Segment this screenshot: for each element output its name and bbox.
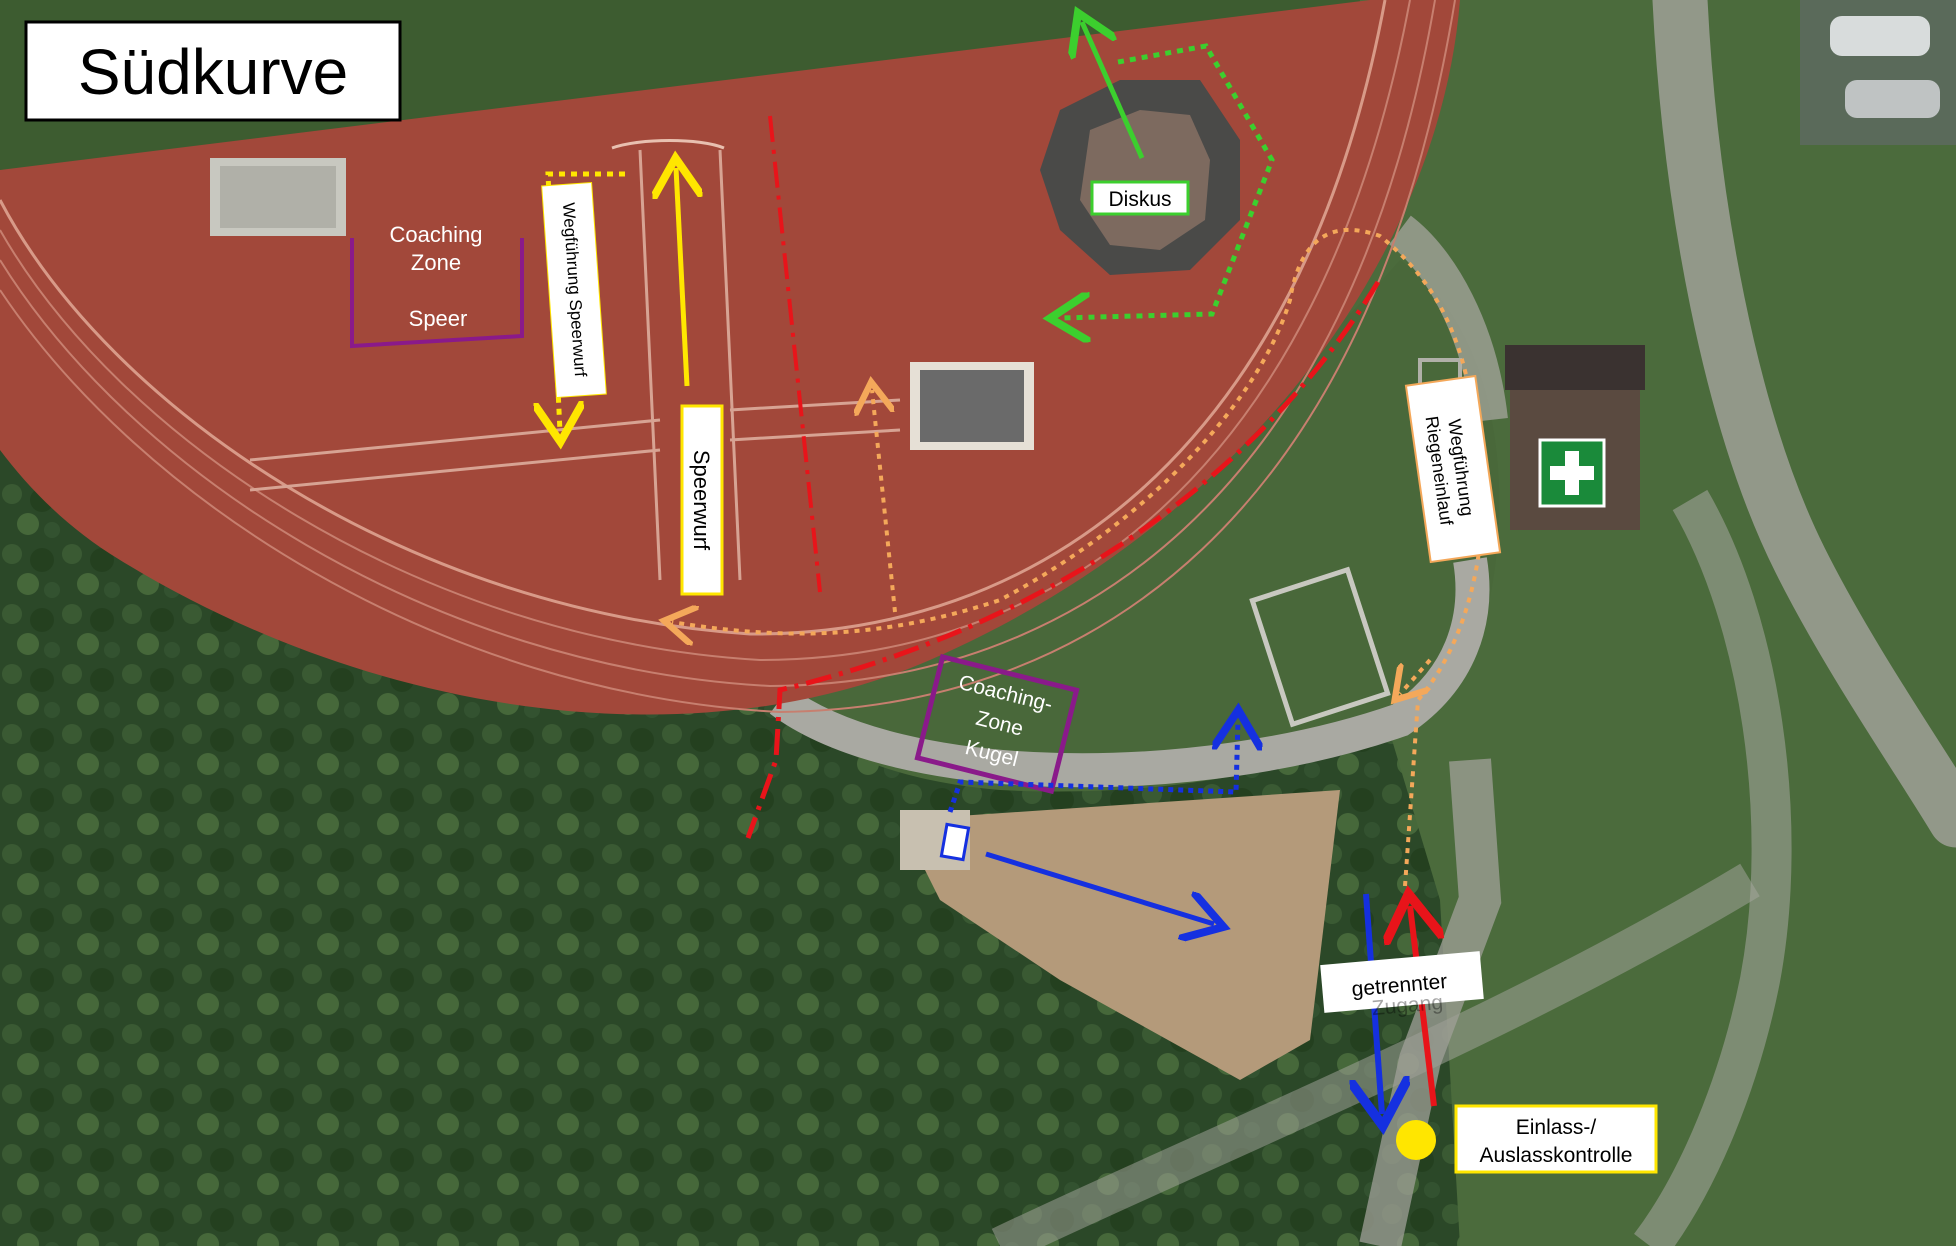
title-box: Südkurve (24, 20, 402, 122)
footpath-right (1652, 0, 1956, 848)
speerwurf-exit-route (548, 171, 625, 432)
discus-cage-inner (1080, 110, 1210, 250)
coaching-zone-speer-label: Coaching Zone Speer (390, 222, 483, 331)
diskus-label: Diskus (1090, 180, 1190, 216)
wegfuehrung-riegeneinlauf-label: Wegführung Riegeneinlauf (1404, 374, 1502, 564)
jump-pit-sand (920, 370, 1024, 442)
footpath-lawn (769, 557, 1490, 788)
einlass-line2: Auslasskontrolle (1480, 1144, 1633, 1167)
speerwurf-label: Speerwurf (680, 404, 724, 596)
track-lane-lines (0, 0, 1456, 714)
field-lines (249, 398, 901, 492)
boundary-line (768, 115, 822, 593)
path-to-track (1388, 215, 1508, 423)
track-lane-lines (0, 0, 1411, 662)
parked-car (1845, 80, 1940, 118)
track-inner-edge (0, 0, 1387, 636)
parked-car (1830, 16, 1930, 56)
einlass-line1: Einlass-/ (1516, 1116, 1597, 1139)
diskus-exit-route (1060, 43, 1275, 318)
riegeneinlauf-branch-up (872, 390, 897, 613)
einlass-auslass-label: Einlass-/ Auslasskontrolle (1454, 1104, 1658, 1174)
javelin-arc (611, 139, 725, 150)
speerwurf-text: Speerwurf (689, 450, 714, 551)
boundary-line (745, 280, 1381, 839)
entry-arrow-red (1410, 906, 1434, 1107)
kugel-exit-route (947, 720, 1238, 813)
diskus-throw-arrow (1082, 22, 1145, 160)
lawn-goal (1249, 566, 1391, 728)
footpath-curve (1633, 489, 1792, 1246)
page-title: Südkurve (78, 36, 348, 108)
getrennter-zugang-label: getrennter Zugang (1320, 951, 1484, 1020)
riegeneinlauf-branch-lawn (1400, 658, 1432, 694)
first-aid-cross-icon (1538, 438, 1606, 508)
coaching-speer-line2: Zone (411, 250, 461, 275)
coaching-zone-speer (350, 238, 524, 349)
coaching-speer-line3: Speer (409, 306, 468, 331)
shot-put-circle-marker (939, 822, 971, 862)
kugel-throw-arrow (985, 851, 1214, 924)
javelin-runway-lines (638, 149, 742, 581)
wegfuehrung-speerwurf-label: Wegführung Speerwurf (541, 181, 607, 399)
speerwurf-throw-arrow (676, 168, 687, 387)
riegeneinlauf-route (672, 227, 1485, 887)
first-aid-building-roof (1505, 345, 1645, 390)
control-point-dot-icon (1396, 1120, 1436, 1160)
equipment-shed-roof (220, 166, 336, 228)
diskus-text: Diskus (1108, 188, 1171, 211)
track-lane-lines (0, 0, 1436, 688)
coaching-speer-line1: Coaching (390, 222, 483, 247)
